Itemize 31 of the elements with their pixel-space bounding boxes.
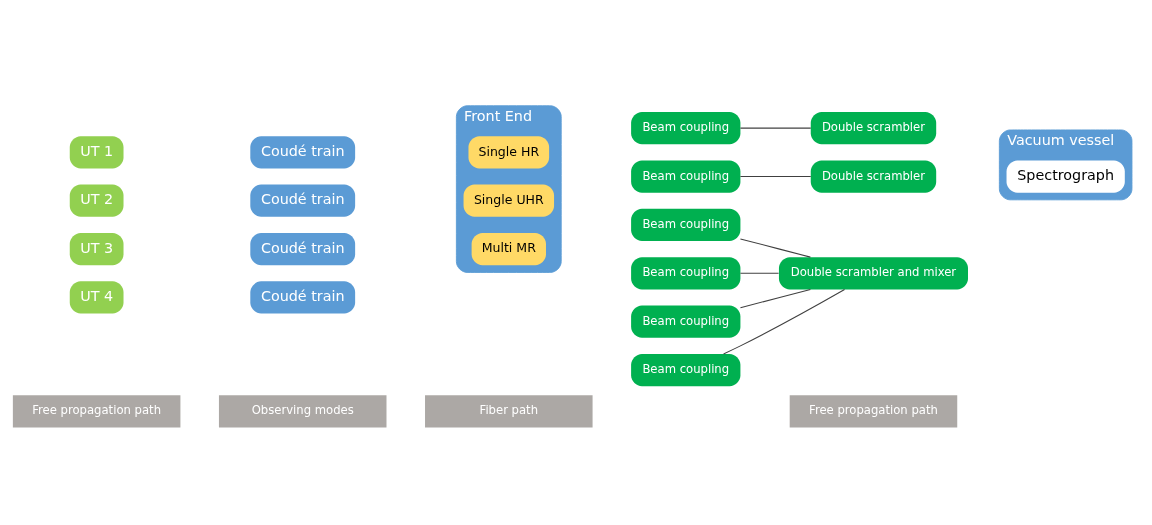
- node-box: Coudé train: [250, 232, 356, 265]
- node-box: Single HR: [468, 135, 550, 168]
- connector: [723, 288, 846, 354]
- node-box: Coudé train: [250, 135, 356, 168]
- node-box: Beam coupling: [631, 111, 741, 144]
- node-box: Beam coupling: [631, 208, 741, 241]
- node-box: Fiber path: [425, 394, 593, 427]
- node-box: Observing modes: [218, 394, 387, 427]
- node-box: Coudé train: [250, 280, 356, 314]
- connector: [739, 272, 780, 274]
- node-box: Beam coupling: [631, 353, 741, 386]
- node-box: Double scrambler and mixer: [778, 256, 968, 289]
- node-box: Spectrograph: [1006, 159, 1125, 193]
- node-box: Free propagation path: [12, 394, 181, 427]
- node-box: UT 2: [69, 184, 124, 217]
- node-box: UT 3: [69, 232, 124, 265]
- node-box: Single UHR: [463, 184, 555, 217]
- node-box: Double scrambler: [810, 111, 937, 144]
- node-box: Beam coupling: [631, 256, 741, 289]
- node-box: Free propagation path: [789, 394, 958, 427]
- node-box: Beam coupling: [631, 305, 741, 338]
- node-box: Multi MR: [471, 232, 546, 265]
- connector: [739, 127, 812, 129]
- node-box: UT 4: [69, 280, 124, 314]
- connector: [739, 288, 811, 308]
- connector: [739, 175, 812, 177]
- connector: [739, 237, 811, 258]
- node-box: Coudé train: [250, 184, 356, 217]
- node-box: UT 1: [69, 135, 124, 168]
- node-box: Beam coupling: [631, 159, 741, 193]
- node-box: Double scrambler: [810, 159, 937, 193]
